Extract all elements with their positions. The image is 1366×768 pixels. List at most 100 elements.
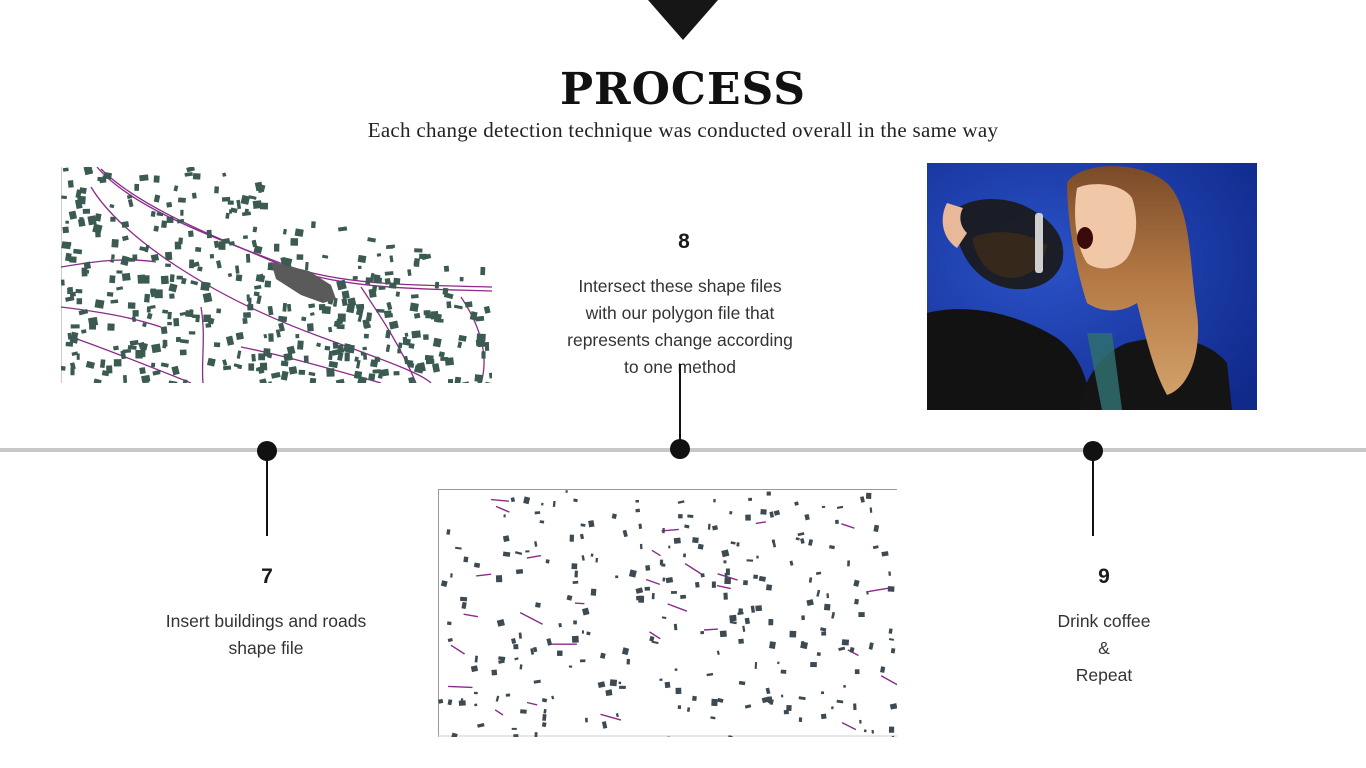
building-footprint [336, 324, 345, 330]
building-footprint [495, 695, 500, 702]
building-footprint [354, 356, 359, 362]
building-footprint [76, 298, 83, 305]
building-footprint [278, 315, 288, 323]
building-footprint [435, 318, 444, 323]
building-footprint [95, 228, 101, 237]
building-footprint [153, 225, 160, 232]
building-footprint [519, 664, 523, 670]
building-footprint [742, 625, 746, 632]
building-footprint [270, 371, 281, 379]
building-footprint [283, 352, 293, 362]
building-footprint [795, 537, 800, 541]
building-footprint [132, 310, 139, 317]
building-footprint [754, 662, 758, 669]
building-footprint [126, 194, 133, 200]
building-footprint [723, 560, 727, 564]
building-footprint [168, 283, 178, 293]
building-footprint [213, 240, 220, 249]
building-footprint [146, 312, 153, 320]
building-footprint [569, 534, 574, 542]
building-footprint [358, 265, 362, 269]
building-footprint [83, 261, 92, 270]
building-footprint [162, 340, 168, 347]
building-footprint [534, 541, 538, 547]
building-footprint [120, 255, 130, 266]
building-footprint [92, 223, 103, 234]
building-footprint [138, 341, 145, 348]
building-footprint [110, 299, 119, 304]
building-footprint [83, 167, 94, 176]
building-footprint [209, 253, 215, 259]
road-segment [574, 602, 585, 605]
building-footprint [235, 332, 244, 340]
building-footprint [674, 668, 678, 671]
building-footprint [638, 523, 643, 529]
building-footprint [849, 647, 855, 653]
building-footprint [556, 650, 563, 657]
building-footprint [309, 377, 317, 383]
building-footprint [282, 302, 287, 312]
building-footprint [638, 595, 645, 603]
building-footprint [106, 291, 114, 297]
building-footprint [254, 284, 262, 290]
road-segment [703, 628, 718, 631]
building-footprint [865, 492, 872, 499]
coffee-photo [927, 163, 1257, 410]
page-subtitle: Each change detection technique was cond… [367, 118, 999, 142]
road-segment [755, 521, 767, 525]
building-footprint [635, 587, 644, 594]
building-footprint [477, 723, 485, 728]
building-footprint [134, 183, 140, 191]
building-footprint [68, 286, 74, 293]
building-footprint [680, 594, 687, 599]
building-footprint [836, 699, 844, 704]
building-footprint [518, 632, 522, 639]
building-footprint [573, 498, 578, 503]
building-footprint [729, 620, 737, 625]
building-footprint [241, 211, 252, 217]
building-footprint [75, 288, 83, 294]
building-footprint [675, 687, 682, 695]
building-footprint [236, 350, 242, 359]
building-footprint [252, 226, 258, 233]
building-footprint [534, 511, 541, 515]
building-footprint [216, 260, 222, 269]
building-footprint [797, 532, 805, 537]
building-footprint [109, 275, 116, 284]
building-footprint [386, 245, 394, 249]
building-footprint [761, 696, 769, 704]
building-footprint [458, 334, 467, 342]
building-footprint [677, 705, 682, 710]
building-footprint [385, 329, 391, 339]
building-footprint [99, 359, 106, 368]
building-footprint [858, 612, 865, 617]
building-footprint [326, 368, 335, 377]
building-footprint [742, 580, 748, 586]
building-footprint [190, 280, 199, 286]
building-footprint [744, 617, 751, 625]
building-footprint [888, 726, 895, 733]
building-footprint [273, 243, 280, 252]
building-footprint [73, 248, 83, 255]
building-footprint [664, 681, 671, 689]
building-footprint [257, 366, 265, 374]
building-footprint [590, 553, 594, 557]
building-footprint [820, 713, 827, 720]
road-segment [519, 611, 543, 625]
building-footprint [558, 622, 562, 628]
building-footprint [769, 641, 776, 649]
building-footprint [438, 351, 446, 358]
building-footprint [744, 704, 752, 709]
building-footprint [887, 586, 895, 592]
building-footprint [176, 218, 185, 224]
building-footprint [230, 207, 238, 214]
building-footprint [150, 210, 156, 217]
building-footprint [282, 228, 287, 235]
building-footprint [873, 524, 880, 533]
road-segment [717, 573, 738, 581]
building-footprint [240, 194, 251, 205]
building-footprint [635, 500, 639, 503]
building-footprint [568, 665, 573, 668]
building-footprint [385, 344, 391, 353]
building-footprint [336, 279, 347, 291]
